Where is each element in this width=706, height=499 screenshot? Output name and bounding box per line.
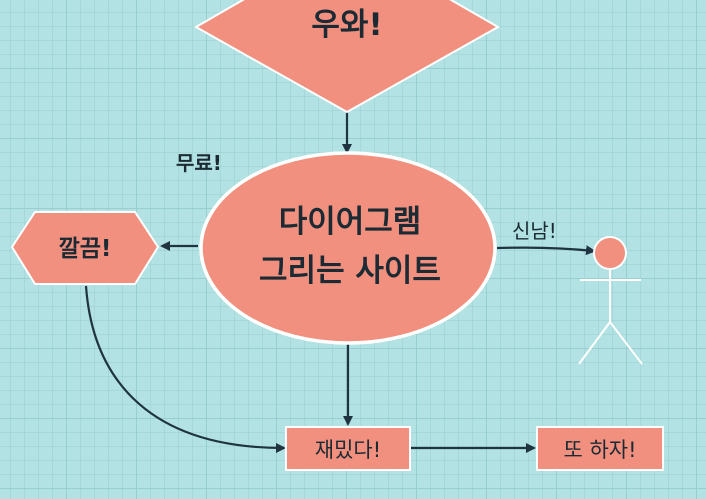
actor-left-leg	[578, 321, 611, 365]
rect-shape	[285, 426, 411, 471]
node-neat-label: 깔끔!	[59, 236, 112, 262]
node-user-actor-icon[interactable]	[578, 236, 643, 365]
actor-head	[593, 236, 627, 270]
node-main-label-line1: 다이어그램	[279, 204, 422, 240]
node-again[interactable]: 또 하자!	[536, 426, 664, 471]
node-fun-label: 재밌다!	[315, 438, 381, 462]
node-main[interactable]: 다이어그램 그리는 사이트	[199, 151, 497, 345]
node-neat[interactable]: 깔끔!	[10, 211, 160, 285]
node-main-label-line2: 그리는 사이트	[259, 253, 441, 289]
ellipse-shape	[199, 151, 497, 345]
actor-right-leg	[609, 321, 643, 365]
node-wow-label: 우와!	[311, 7, 382, 43]
node-fun[interactable]: 재밌다!	[285, 426, 411, 471]
diamond-shape	[193, 0, 501, 114]
edge-main-to-user	[496, 245, 596, 256]
rect-shape	[536, 426, 664, 471]
label-free: 무료!	[176, 151, 222, 175]
node-again-label: 또 하자!	[563, 438, 636, 462]
label-exciting: 신남!	[512, 219, 557, 243]
node-wow[interactable]: 우와!	[193, 0, 501, 114]
hexagon-shape	[10, 211, 160, 285]
edge-neat-to-fun	[84, 285, 286, 453]
